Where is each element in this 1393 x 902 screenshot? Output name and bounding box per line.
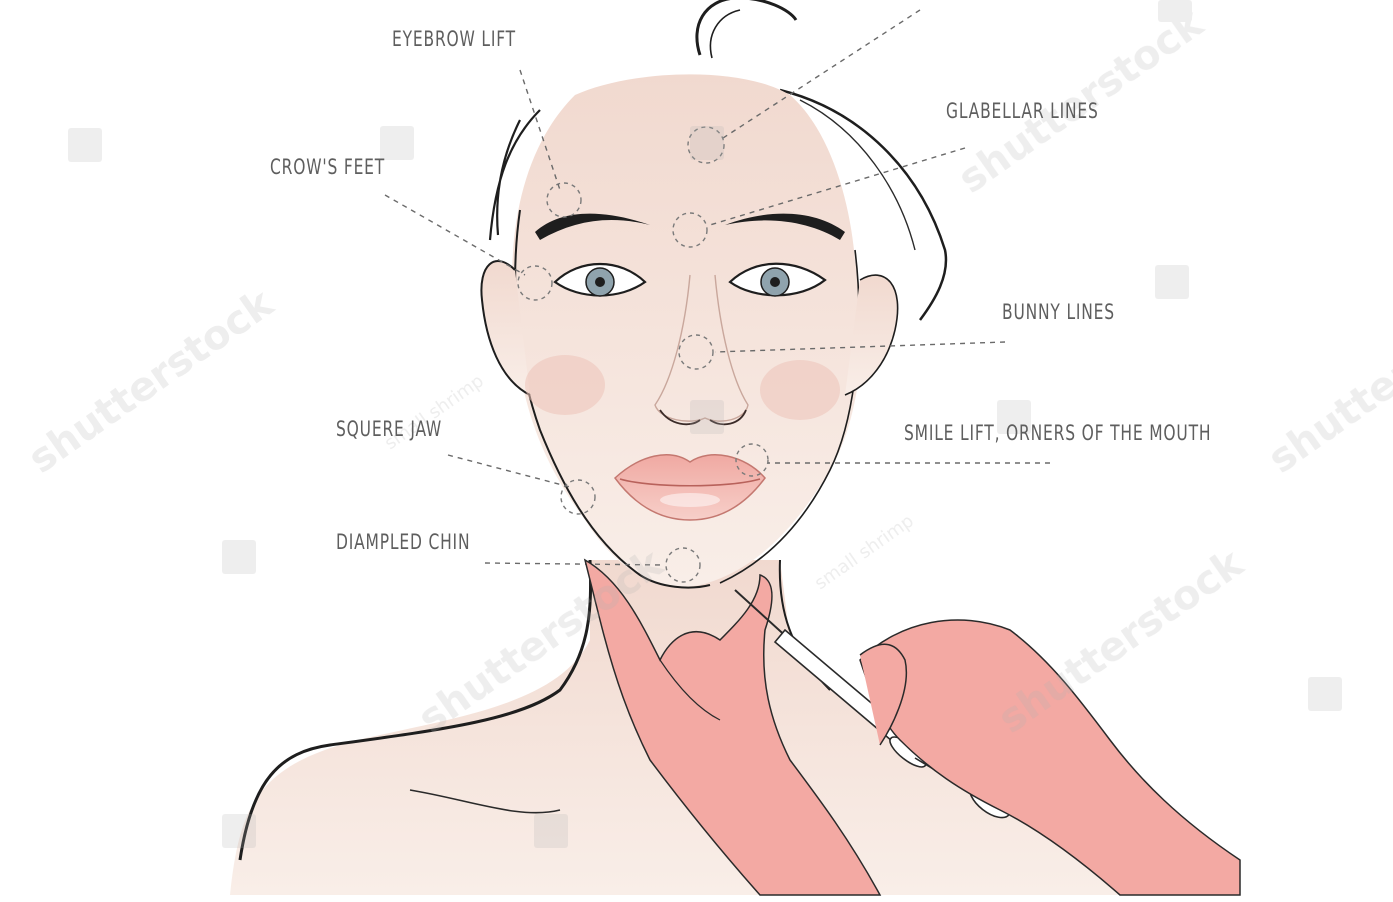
watermark-text-2: shutterstock	[990, 540, 1252, 743]
watermark-small-2: small shrimp	[811, 510, 918, 594]
leader-lines	[384, 9, 1050, 566]
lips	[613, 454, 766, 521]
label-glabellar-lines: GLABELLAR LINES	[946, 99, 1099, 123]
hair-outline	[488, 109, 541, 241]
left-glove	[583, 558, 882, 896]
target-circles	[517, 126, 769, 583]
face	[512, 74, 862, 587]
left-eye	[553, 263, 647, 297]
watermark-text-5: shutterstock	[1260, 280, 1393, 483]
right-eyebrow	[725, 213, 845, 240]
label-bunny-lines: BUNNY LINES	[1002, 300, 1115, 324]
label-smile-lift: SMILE LIFT, ORNERS OF THE MOUTH	[904, 421, 1212, 445]
watermark-small: small shrimp	[381, 370, 488, 454]
label-square-jaw: SQUERE JAW	[336, 417, 443, 441]
nose	[654, 274, 749, 422]
right-glove	[859, 619, 1241, 896]
collarbone	[409, 789, 561, 814]
right-eye	[728, 262, 827, 297]
hair-bun	[695, 0, 798, 56]
left-eyebrow	[535, 213, 650, 240]
label-eyebrow-lift: EYEBROW LIFT	[392, 27, 516, 51]
label-dimpled-chin: DIAMPLED CHIN	[336, 530, 471, 554]
right-ear	[844, 274, 899, 396]
watermark-text-4: shutterstock	[20, 280, 282, 483]
left-ear	[480, 260, 531, 396]
label-crows-feet: CROW'S FEET	[270, 155, 386, 179]
neck-left-outline	[238, 559, 593, 861]
